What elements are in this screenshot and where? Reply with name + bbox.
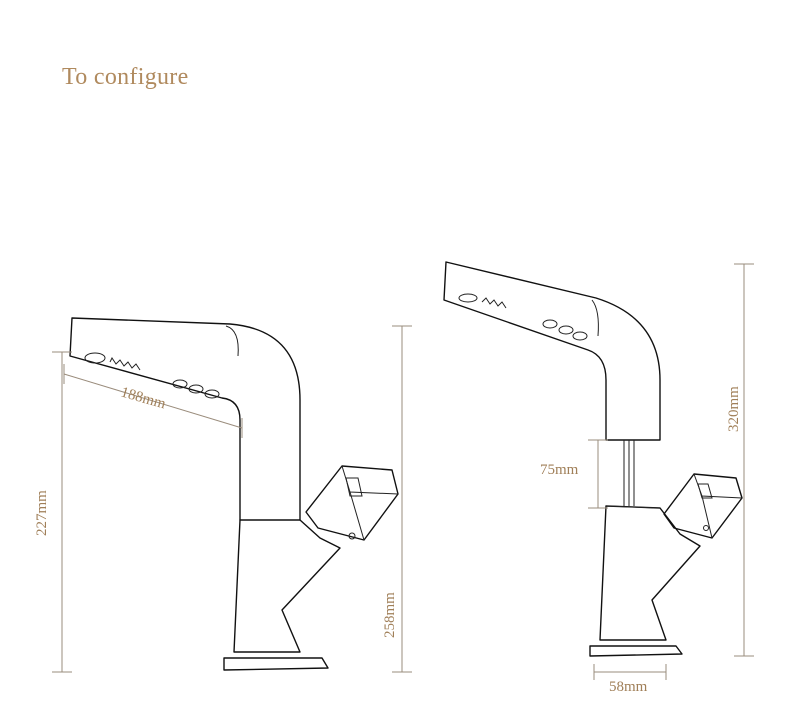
right-base-width-label: 58mm [609, 679, 648, 695]
page-title: To configure [62, 64, 189, 90]
right-base-width-dimension: 58mm [593, 664, 667, 695]
right-extension-dimension: 75mm [540, 439, 608, 509]
left-reach-label: 188mm [119, 384, 168, 412]
left-total-height-dimension: 258mm [382, 325, 412, 673]
right-total-height-label: 320mm [726, 386, 742, 432]
right-total-height-dimension: 320mm [726, 263, 754, 657]
right-extension-label: 75mm [540, 462, 579, 478]
left-spout-height-dimension: 227mm [34, 351, 72, 673]
left-spout-height-label: 227mm [34, 490, 50, 536]
left-faucet-drawing [69, 317, 399, 671]
right-faucet-drawing [443, 261, 743, 657]
left-total-height-label: 258mm [382, 592, 398, 638]
left-reach-dimension: 188mm [63, 364, 243, 438]
